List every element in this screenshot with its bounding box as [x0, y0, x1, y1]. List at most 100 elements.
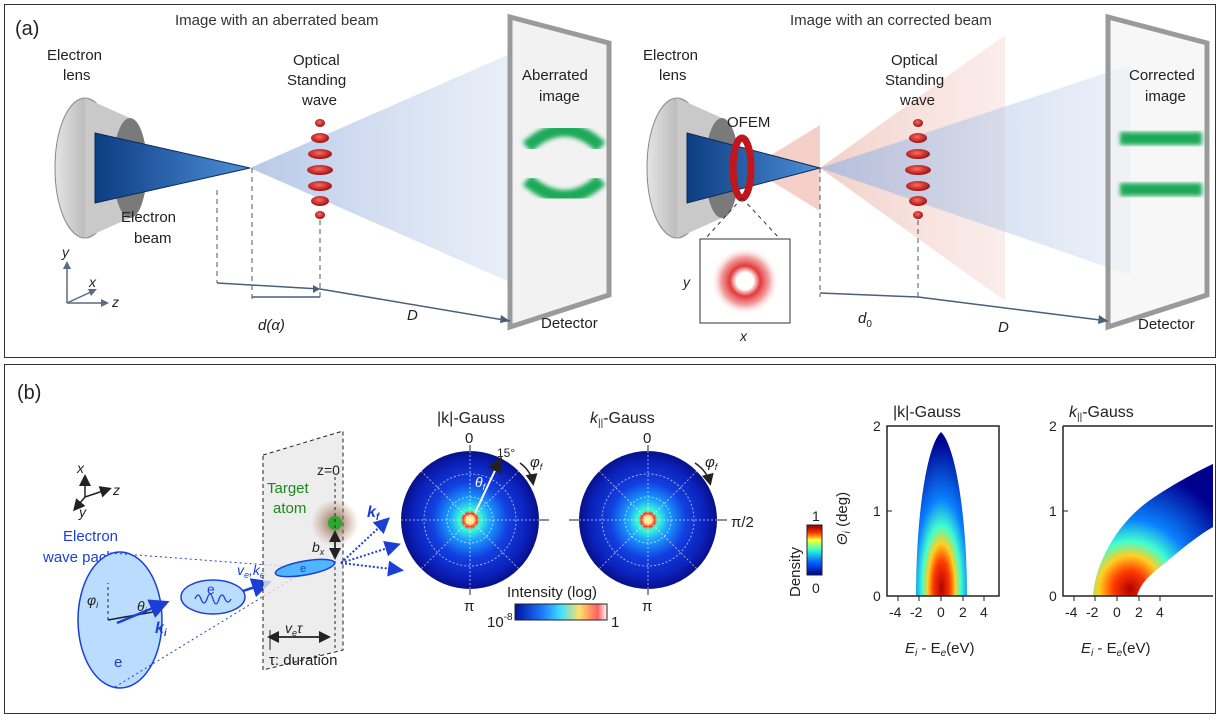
intensity-min-label: 10-8: [487, 612, 513, 631]
panel-b: (b) x z y Electron wave packet e φi θi k…: [4, 364, 1216, 714]
axis-triad-a: y x z: [61, 244, 119, 310]
distance-D-right: D: [998, 319, 1009, 336]
phi-f-label-2: φf: [705, 454, 719, 472]
intensity-max-label: 1: [611, 614, 619, 631]
plot2-xtick-1: -2: [1086, 604, 1099, 620]
duration-label: τ: duration: [269, 652, 337, 669]
k-i-label: ki: [155, 620, 167, 639]
target-plane: [262, 430, 344, 671]
right-lens-label-1: Electron: [643, 47, 698, 64]
optical-standing-wave: [307, 119, 333, 219]
inset-x-label: x: [739, 328, 748, 344]
right-image-label-2: image: [1145, 88, 1186, 105]
right-lens-label-2: lens: [659, 67, 687, 84]
left-beam-label-1: Electron: [121, 209, 176, 226]
left-title: Image with an aberrated beam: [175, 12, 378, 29]
left-image-label-2: image: [539, 88, 580, 105]
panel-b-label: (b): [17, 382, 41, 404]
left-schematic: Electron lens Optical Standing wave Aber…: [47, 13, 612, 334]
electron-packet-small: [274, 558, 336, 578]
panel-a-label: (a): [15, 18, 39, 40]
axis-z-a: z: [111, 294, 119, 310]
right-schematic: OFEM y x Electron lens Optical Standing …: [643, 13, 1210, 344]
density-title: Density: [787, 546, 804, 597]
left-wave-label-3: wave: [301, 92, 337, 109]
plot1-heat: [916, 432, 967, 596]
polar1-top-label: 0: [465, 430, 473, 447]
ofem-label: OFEM: [727, 114, 770, 131]
target-label-2: atom: [273, 500, 306, 517]
axis-y-a: y: [61, 244, 70, 260]
plot2-xtick-0: -4: [1065, 604, 1078, 620]
diverging-cone-right: [820, 65, 1130, 275]
distance-D-left: D: [407, 307, 418, 324]
aberrated-image-bottom-arc: [522, 174, 606, 203]
plot1-ytick-2: 2: [873, 418, 881, 434]
ve-ke-label: ve,ke: [237, 562, 265, 580]
plot2-ytick-2: 2: [1049, 418, 1057, 434]
plot2-xtick-2: 0: [1113, 604, 1121, 620]
axis-x-a: x: [88, 274, 97, 290]
left-detector-label: Detector: [541, 315, 598, 332]
phi-f-label-1: φf: [530, 454, 544, 472]
left-wave-label-1: Optical: [293, 52, 340, 69]
plot2-title: k||-Gauss: [1069, 404, 1134, 423]
left-lens-label-2: lens: [63, 67, 91, 84]
energy-plot-k-gauss: |k|-Gauss Θi (deg) 0 1 2 -4 -2 0 2 4 Ei …: [834, 404, 1000, 659]
detector-plate: [507, 13, 612, 331]
diverging-cone: [250, 45, 530, 291]
right-image-label-1: Corrected: [1129, 67, 1195, 84]
packet-label-1: Electron: [63, 528, 118, 545]
density-min-label: 0: [812, 580, 820, 596]
left-wave-label-2: Standing: [287, 72, 346, 89]
left-image-label-1: Aberrated: [522, 67, 588, 84]
density-max-label: 1: [812, 508, 820, 524]
aberrated-image-top-arc: [522, 123, 606, 152]
detector-plate-right: [1105, 13, 1210, 331]
theta-f-label: θf: [475, 474, 487, 492]
e-symbol-small: e: [300, 563, 306, 575]
intensity-colorbar: Intensity (log) 10-8 1: [487, 584, 619, 631]
polar2-top-label: 0: [643, 430, 651, 447]
panel-b-illustration: (b) x z y Electron wave packet e φi θi k…: [17, 382, 1213, 689]
plot1-xtick-1: -2: [910, 604, 923, 620]
panel-a: (a) Image with an aberrated beam Image w…: [4, 4, 1216, 358]
plot2-xtick-4: 4: [1156, 604, 1164, 620]
e-symbol-medium: e: [207, 581, 215, 597]
right-wave-label-3: wave: [899, 92, 935, 109]
density-colorbar: Density 1 0: [787, 508, 823, 597]
right-wave-label-2: Standing: [885, 72, 944, 89]
target-label-1: Target: [267, 480, 310, 497]
axis-x-b: x: [76, 460, 85, 476]
angle-15-label: 15°: [497, 446, 515, 460]
z0-label: z=0: [317, 462, 340, 478]
inset-y-label: y: [682, 274, 691, 290]
corrected-image-top-bar: [1120, 132, 1202, 145]
polar2-bottom-label: π: [642, 598, 652, 615]
b-x-label: bx: [312, 539, 325, 557]
distance-d0: d0: [858, 310, 872, 330]
electron-packet-large: [77, 551, 163, 689]
plot1-xtick-0: -4: [889, 604, 902, 620]
polar-plot-kpar-gauss: k||-Gauss 0 φf π/2 π: [569, 410, 754, 615]
theta-i-label: θi: [137, 598, 148, 616]
right-title: Image with an corrected beam: [790, 12, 992, 29]
electron-beam: [94, 132, 251, 204]
k-f-label: kf: [367, 504, 381, 523]
polar2-title: k||-Gauss: [590, 410, 655, 429]
polar-right-label: π/2: [731, 514, 754, 531]
polar1-title: |k|-Gauss: [437, 410, 505, 427]
right-detector-label: Detector: [1138, 316, 1195, 333]
plot1-ytick-1: 1: [873, 503, 881, 519]
vetau-label: veτ: [285, 620, 303, 638]
e-symbol-large: e: [114, 654, 122, 671]
plot1-title: |k|-Gauss: [893, 404, 961, 421]
plot1-xtick-2: 0: [937, 604, 945, 620]
ofem-inset-donut: [711, 247, 779, 315]
phi-i-label: φi: [87, 592, 99, 610]
energy-plot-kpar-gauss: k||-Gauss 0 1 2 -4 -2 0 2 4 Ei - Ee(eV): [1049, 404, 1213, 659]
axis-y-b: y: [78, 504, 87, 520]
plot1-xtick-4: 4: [980, 604, 988, 620]
ylabel: Θi (deg): [834, 492, 853, 545]
target-atom: [328, 516, 342, 530]
